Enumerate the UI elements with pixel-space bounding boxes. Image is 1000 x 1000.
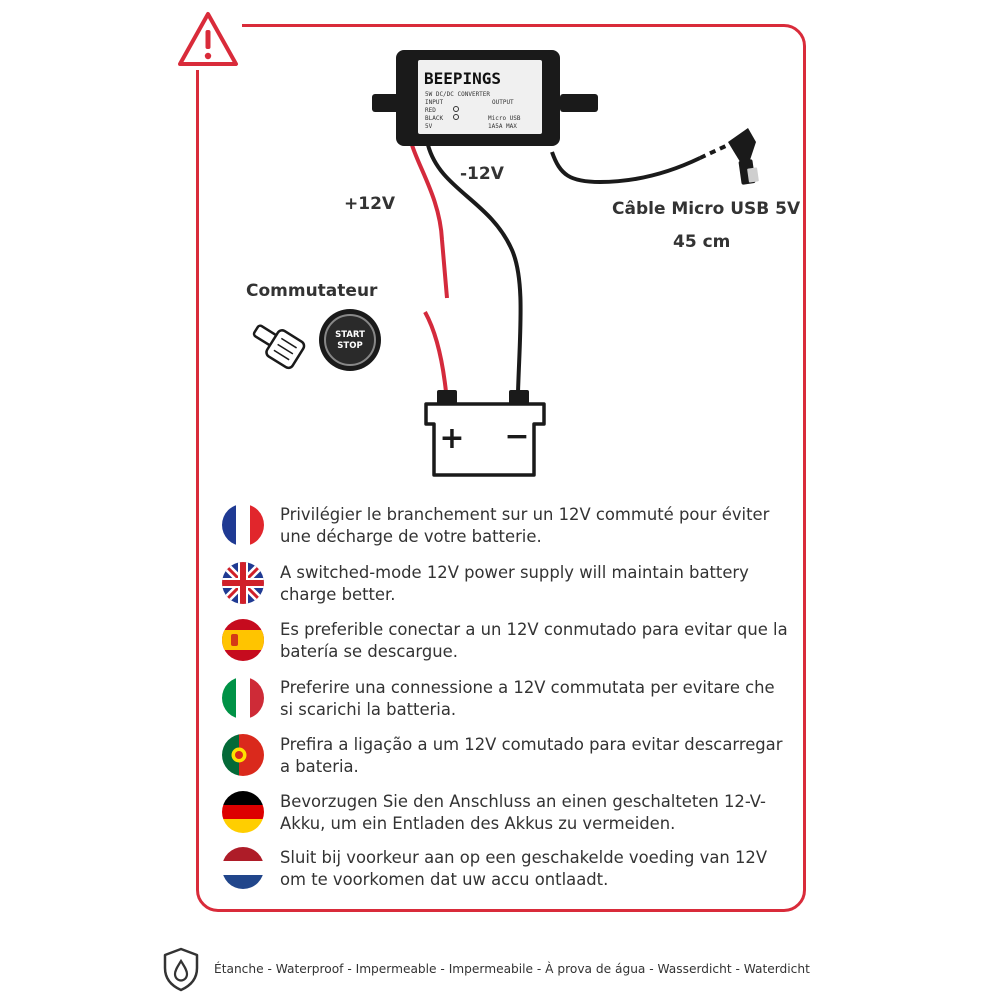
cable-length-label: 45 cm	[673, 232, 731, 252]
svg-text:START: START	[335, 330, 365, 340]
converter-box: BEEPINGS 5W DC/DC CONVERTER INPUT OUTPUT…	[372, 50, 598, 146]
svg-text:1A5A MAX: 1A5A MAX	[488, 123, 517, 130]
usb-cable	[550, 151, 701, 185]
waterproof-shield-icon	[163, 947, 199, 992]
svg-text:BLACK: BLACK	[425, 115, 443, 122]
battery-icon: + −	[424, 390, 546, 477]
micro-usb-plug-icon	[728, 128, 759, 185]
uk-flag-icon	[222, 562, 264, 604]
cable-label: Câble Micro USB 5V	[612, 199, 801, 219]
instruction-text-de: Bevorzugen Sie den Anschluss an einen ge…	[280, 792, 766, 833]
wiring-diagram: BEEPINGS 5W DC/DC CONVERTER INPUT OUTPUT…	[252, 50, 759, 477]
list-item-fr: Privilégier le branchement sur un 12V co…	[222, 504, 782, 560]
svg-text:OUTPUT: OUTPUT	[492, 99, 514, 106]
card-frame	[196, 24, 806, 912]
svg-text:INPUT: INPUT	[425, 99, 443, 106]
france-flag-icon	[222, 504, 264, 546]
instruction-text-pt: Prefira a ligação a um 12V comutado para…	[280, 735, 783, 776]
list-item-es: Es preferible conectar a un 12V conmutad…	[222, 619, 788, 675]
instruction-text-it: Preferire una connessione a 12V commutat…	[280, 678, 775, 719]
red-wire-upper	[410, 144, 449, 299]
minus-12v-label: -12V	[460, 164, 504, 184]
footer-text: Étanche - Waterproof - Impermeable - Imp…	[214, 962, 810, 976]
list-item-de: Bevorzugen Sie den Anschluss an einen ge…	[222, 791, 782, 847]
svg-text:5W DC/DC CONVERTER: 5W DC/DC CONVERTER	[425, 91, 490, 98]
svg-text:Micro USB: Micro USB	[488, 115, 521, 122]
red-wire-lower	[423, 311, 448, 393]
warning-icon	[174, 8, 242, 70]
portugal-flag-icon	[222, 734, 264, 776]
instruction-text-en: A switched-mode 12V power supply will ma…	[280, 563, 749, 604]
instruction-text-es: Es preferible conectar a un 12V conmutad…	[280, 620, 788, 661]
instruction-text-nl: Sluit bij voorkeur aan op een geschakeld…	[280, 848, 768, 889]
start-stop-button-icon: START STOP	[319, 309, 381, 371]
footer: Étanche - Waterproof - Impermeable - Imp…	[160, 946, 840, 992]
italy-flag-icon	[222, 677, 264, 719]
svg-text:RED: RED	[425, 107, 436, 114]
germany-flag-icon	[222, 791, 264, 833]
device-brand: BEEPINGS	[424, 69, 501, 88]
battery-plus-sign: +	[439, 421, 464, 456]
car-key-icon	[252, 324, 306, 370]
list-item-pt: Prefira a ligação a um 12V comutado para…	[222, 734, 782, 790]
black-wire	[426, 144, 523, 393]
switch-label: Commutateur	[246, 281, 378, 301]
svg-text:5V: 5V	[425, 123, 433, 130]
list-item-it: Preferire una connessione a 12V commutat…	[222, 677, 782, 733]
list-item-nl: Sluit bij voorkeur aan op een geschakeld…	[222, 847, 782, 903]
plus-12v-label: +12V	[344, 194, 396, 214]
spain-flag-icon	[222, 619, 264, 661]
svg-text:STOP: STOP	[337, 341, 362, 351]
list-item-en: A switched-mode 12V power supply will ma…	[222, 562, 782, 618]
battery-minus-sign: −	[504, 419, 529, 454]
netherlands-flag-icon	[222, 847, 264, 889]
instruction-text-fr: Privilégier le branchement sur un 12V co…	[280, 505, 770, 546]
